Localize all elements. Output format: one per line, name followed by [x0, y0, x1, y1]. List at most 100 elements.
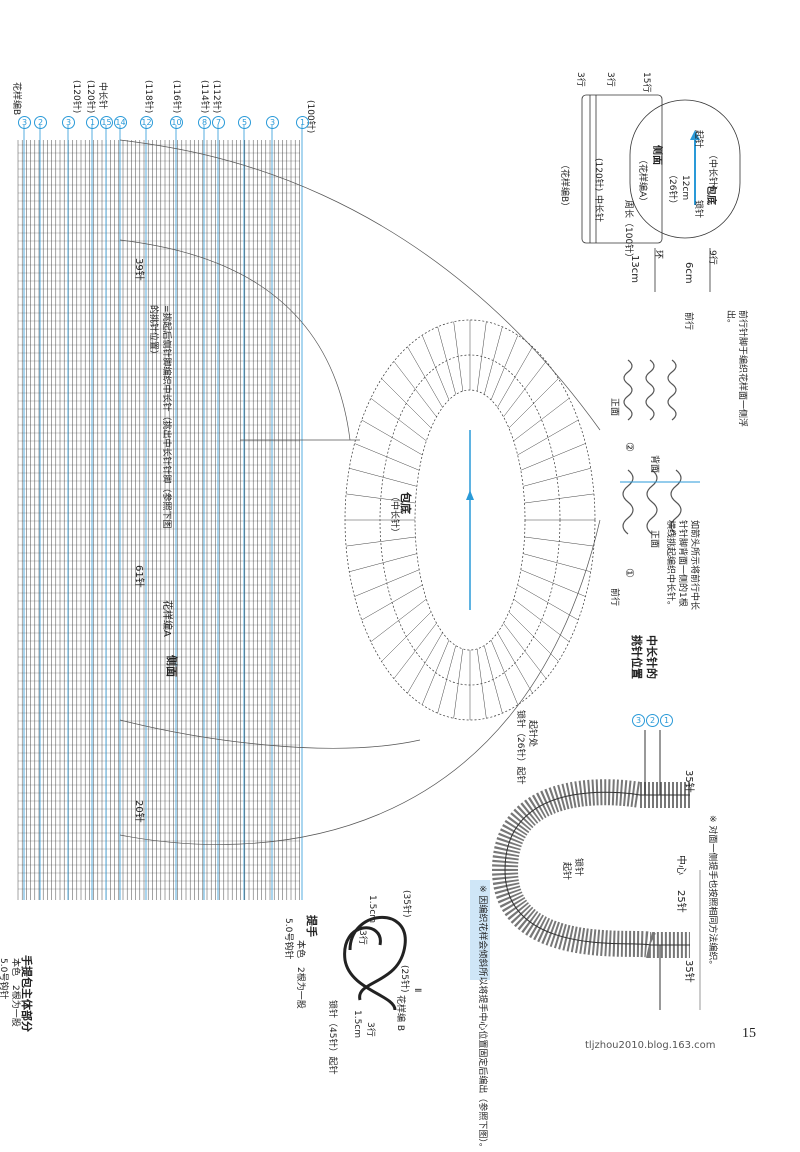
row-circle: 2: [34, 110, 47, 129]
oval-ray: [503, 622, 547, 679]
count-120-a: (120针): [85, 80, 95, 114]
scale-hdc: 中长针: [97, 82, 107, 110]
handle-row-circle: 2: [646, 708, 659, 727]
oval-ray: [476, 321, 487, 392]
pick-desc-1: 如箭头所示将前行中长针针脚背面一侧的1根横线挑起编织中长针。: [665, 520, 699, 611]
mini-rows-15: 15行: [641, 72, 651, 93]
oval-ray: [349, 553, 417, 573]
oval-ray: [520, 569, 586, 597]
count-120-b: (120针): [71, 80, 81, 114]
note-handle: ※ 对面一侧提手也按照相同方法编织。: [707, 815, 717, 970]
step-2: ②: [623, 442, 636, 452]
oval-ray: [407, 346, 443, 408]
front-2: 正面: [649, 530, 659, 549]
oval-ray: [453, 321, 464, 392]
title-line1: 本色 2根为一股: [10, 958, 20, 1027]
oval-ray: [508, 378, 559, 429]
oval-ray: [513, 398, 570, 442]
mini-bag-diagram: [581, 94, 741, 292]
oval-ray: [361, 419, 423, 456]
count-61: 61针: [133, 565, 144, 588]
oval-ray: [497, 346, 533, 408]
page-number: 15: [742, 1026, 756, 1041]
pick-position-drawings: [620, 359, 700, 535]
oval-ray: [476, 648, 487, 719]
mini-26: （26针）: [667, 170, 677, 209]
mini-chain: 锁针: [693, 200, 703, 219]
step-1: ①: [623, 568, 636, 578]
row-circle: 8: [198, 110, 211, 129]
row-circle: 7: [212, 110, 225, 129]
count-116: (116针): [171, 80, 181, 114]
bottom-oval-rays: [345, 320, 595, 720]
start-chain: 锁针（26针）起针: [515, 710, 525, 785]
handle-center: 中心: [675, 855, 686, 875]
mini-ring: 环: [653, 250, 663, 260]
oval-ray: [508, 611, 559, 662]
row-circle: 14: [114, 116, 127, 129]
handle-chain: 锁针: [573, 858, 583, 877]
back-label: 背面: [649, 455, 659, 474]
oval-ray: [421, 640, 450, 705]
handle-3row-b: 3行: [365, 1022, 375, 1037]
mini-13cm: 13cm: [629, 255, 640, 283]
oval-ray: [517, 419, 579, 456]
bottom-stitch: （中长针）: [389, 492, 399, 538]
oval-ray: [524, 536, 594, 547]
pick-title-2: 挑针位置: [630, 635, 643, 679]
mini-count-100: 周长（100针）: [623, 200, 633, 263]
mini-pattern-b: （花样编B）: [559, 160, 569, 212]
count-118: (118针): [143, 80, 153, 114]
side-label: 侧面: [165, 655, 178, 677]
oval-ray: [346, 493, 416, 504]
oval-ray: [523, 467, 591, 487]
oval-ray: [354, 443, 420, 471]
handle-line2: 5.0号钩针: [283, 918, 293, 960]
row-circle: 3: [18, 110, 31, 129]
handle-row-circle: 3: [632, 708, 645, 727]
oval-ray: [407, 632, 443, 694]
handle-35: (35针): [401, 890, 411, 918]
pattern-page: 手提包主体部分 本色 2根为一股 5.0号钩针 提手 本色 2根为一股 5.0号…: [0, 72, 756, 1152]
mini-stitch: 中长针: [593, 195, 603, 223]
count-20: 20针: [133, 800, 144, 823]
watermark: tljzhou2010.blog.163.com: [585, 1040, 716, 1051]
oval-ray: [490, 640, 519, 705]
handle-15cm-a: 1.5cm: [367, 895, 377, 924]
row-circle: 3: [266, 110, 279, 129]
oval-ray: [370, 598, 427, 642]
row-circle: 3: [62, 110, 75, 129]
oval-ray: [503, 361, 547, 418]
handle-35-bottom: 35针: [683, 960, 694, 983]
mini-9rows: 9行: [707, 250, 717, 265]
oval-ray: [513, 598, 570, 642]
count-39: 39针: [133, 258, 144, 281]
handle-25: (25针): [399, 965, 409, 993]
oval-ray: [381, 611, 432, 662]
oval-ray: [490, 335, 519, 400]
mini-rows-3b: 3行: [605, 72, 615, 87]
handle-pattern-b: 花样编 B: [395, 995, 405, 1032]
oval-ray: [393, 622, 437, 679]
note-main: ※ 因编织花样会倾斜所以将提手中心位置固定后编出（参照下图）。: [477, 885, 487, 1152]
mini-start: 起针: [693, 130, 703, 149]
oval-ray: [346, 536, 416, 547]
handle-35-top: 35针: [683, 770, 694, 793]
oval-ray: [483, 326, 503, 395]
oval-ray: [483, 645, 503, 714]
oval-ray: [517, 584, 579, 621]
prev-row-2: 前行: [609, 588, 619, 607]
oval-ray: [497, 632, 533, 694]
oval-ray: [437, 645, 457, 714]
row-circle: 12: [140, 116, 153, 129]
front-1: 正面: [609, 398, 619, 417]
mini-rows-3a: 3行: [575, 72, 585, 87]
mini-bottom-stitch: （中长针）: [707, 150, 717, 196]
handle-25-right: 25针: [675, 890, 686, 913]
row-circle: 10: [170, 116, 183, 129]
oval-ray: [523, 553, 591, 573]
handle-line1: 本色 2根为一股: [295, 940, 305, 1009]
row-circle: 1: [86, 110, 99, 129]
mini-count-120: (120针): [593, 158, 603, 192]
row-circle: 15: [100, 116, 113, 129]
